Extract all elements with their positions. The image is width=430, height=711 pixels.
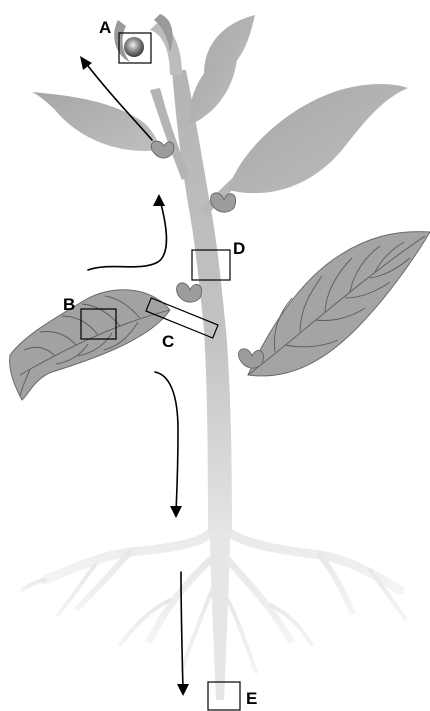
label-c: C [162, 332, 174, 351]
label-b: B [63, 295, 75, 314]
arrow-up-middle [88, 200, 167, 270]
label-d: D [233, 239, 245, 258]
label-e: E [246, 689, 257, 708]
lower-right-leaf [248, 232, 430, 376]
arrow-down-middle [155, 372, 178, 512]
main-stem [172, 70, 232, 530]
apical-bud [124, 37, 144, 57]
upper-left-leaf [32, 92, 160, 151]
upper-right-leaf [228, 84, 408, 193]
lower-left-leaf [10, 290, 170, 400]
taproot [210, 520, 230, 700]
label-a: A [99, 18, 111, 37]
